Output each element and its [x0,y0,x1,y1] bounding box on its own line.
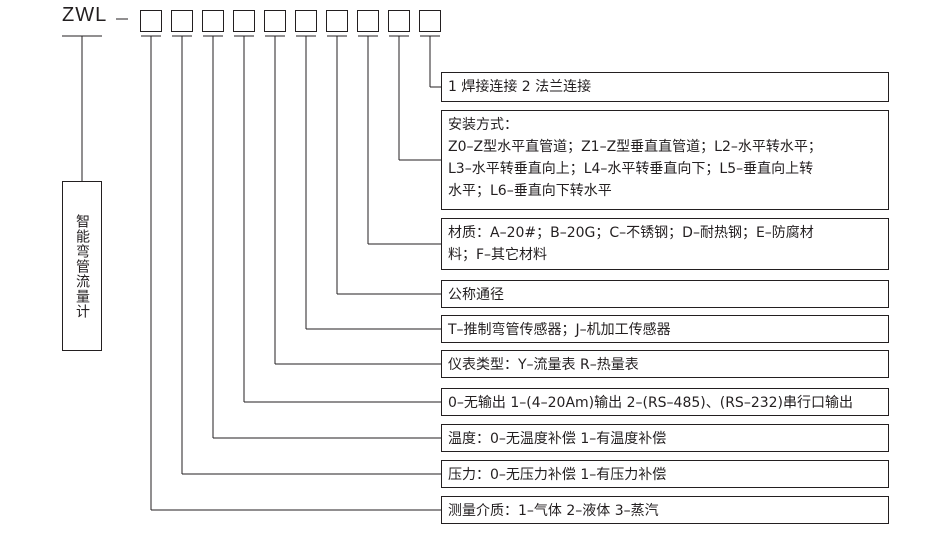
option-text: 温度：0–无温度补偿 1–有温度补偿 [448,431,667,447]
option-box-connection: 1 焊接连接 2 法兰连接 [441,72,889,102]
option-text: 仪表类型：Y–流量表 R–热量表 [448,357,639,373]
option-text: 水平；L6–垂直向下转水平 [448,183,612,199]
code-position-box-7 [326,10,348,32]
product-name-label: 智能弯管流量计 [62,181,102,351]
option-text: 压力：0–无压力补偿 1–有压力补偿 [448,467,667,483]
code-position-box-5 [264,10,286,32]
option-text: 0–无输出 1–(4–20Am)输出 2–(RS–485)、(RS–232)串行… [448,395,854,411]
code-position-box-1 [140,10,162,32]
option-text: T–推制弯管传感器；J–机加工传感器 [448,322,671,338]
option-text: L3–水平转垂直向上；L4–水平转垂直向下；L5–垂直向上转 [448,161,814,177]
option-box-instrument-type: 仪表类型：Y–流量表 R–热量表 [441,350,889,378]
model-prefix: ZWL [62,4,108,26]
option-text: 材质：A–20#；B–20G；C–不锈钢；D–耐热钢；E–防腐材 [448,225,814,241]
code-position-box-2 [171,10,193,32]
option-text: 安装方式： [448,117,518,133]
code-position-box-9 [388,10,410,32]
product-name-text: 智能弯管流量计 [74,213,90,319]
option-box-material: 材质：A–20#；B–20G；C–不锈钢；D–耐热钢；E–防腐材料；F–其它材料 [441,218,889,270]
option-text: 公称通径 [448,287,504,303]
code-position-box-4 [233,10,255,32]
option-box-output: 0–无输出 1–(4–20Am)输出 2–(RS–485)、(RS–232)串行… [441,388,889,416]
option-text: 1 焊接连接 2 法兰连接 [448,79,592,95]
option-box-temperature: 温度：0–无温度补偿 1–有温度补偿 [441,424,889,452]
code-position-box-6 [295,10,317,32]
option-box-medium: 测量介质：1–气体 2–液体 3–蒸汽 [441,496,889,524]
option-box-pressure: 压力：0–无压力补偿 1–有压力补偿 [441,460,889,488]
code-position-box-10 [419,10,441,32]
option-text: 料；F–其它材料 [448,247,548,263]
option-box-installation: 安装方式： Z0–Z型水平直管道；Z1–Z型垂直直管道；L2–水平转水平； L3–水… [441,110,889,210]
code-position-box-3 [202,10,224,32]
option-text: 测量介质：1–气体 2–液体 3–蒸汽 [448,503,659,519]
option-text: Z0–Z型水平直管道；Z1–Z型垂直直管道；L2–水平转水平； [448,139,822,155]
option-box-nominal-diameter: 公称通径 [441,280,889,308]
code-position-box-8 [357,10,379,32]
option-box-sensor: T–推制弯管传感器；J–机加工传感器 [441,315,889,343]
